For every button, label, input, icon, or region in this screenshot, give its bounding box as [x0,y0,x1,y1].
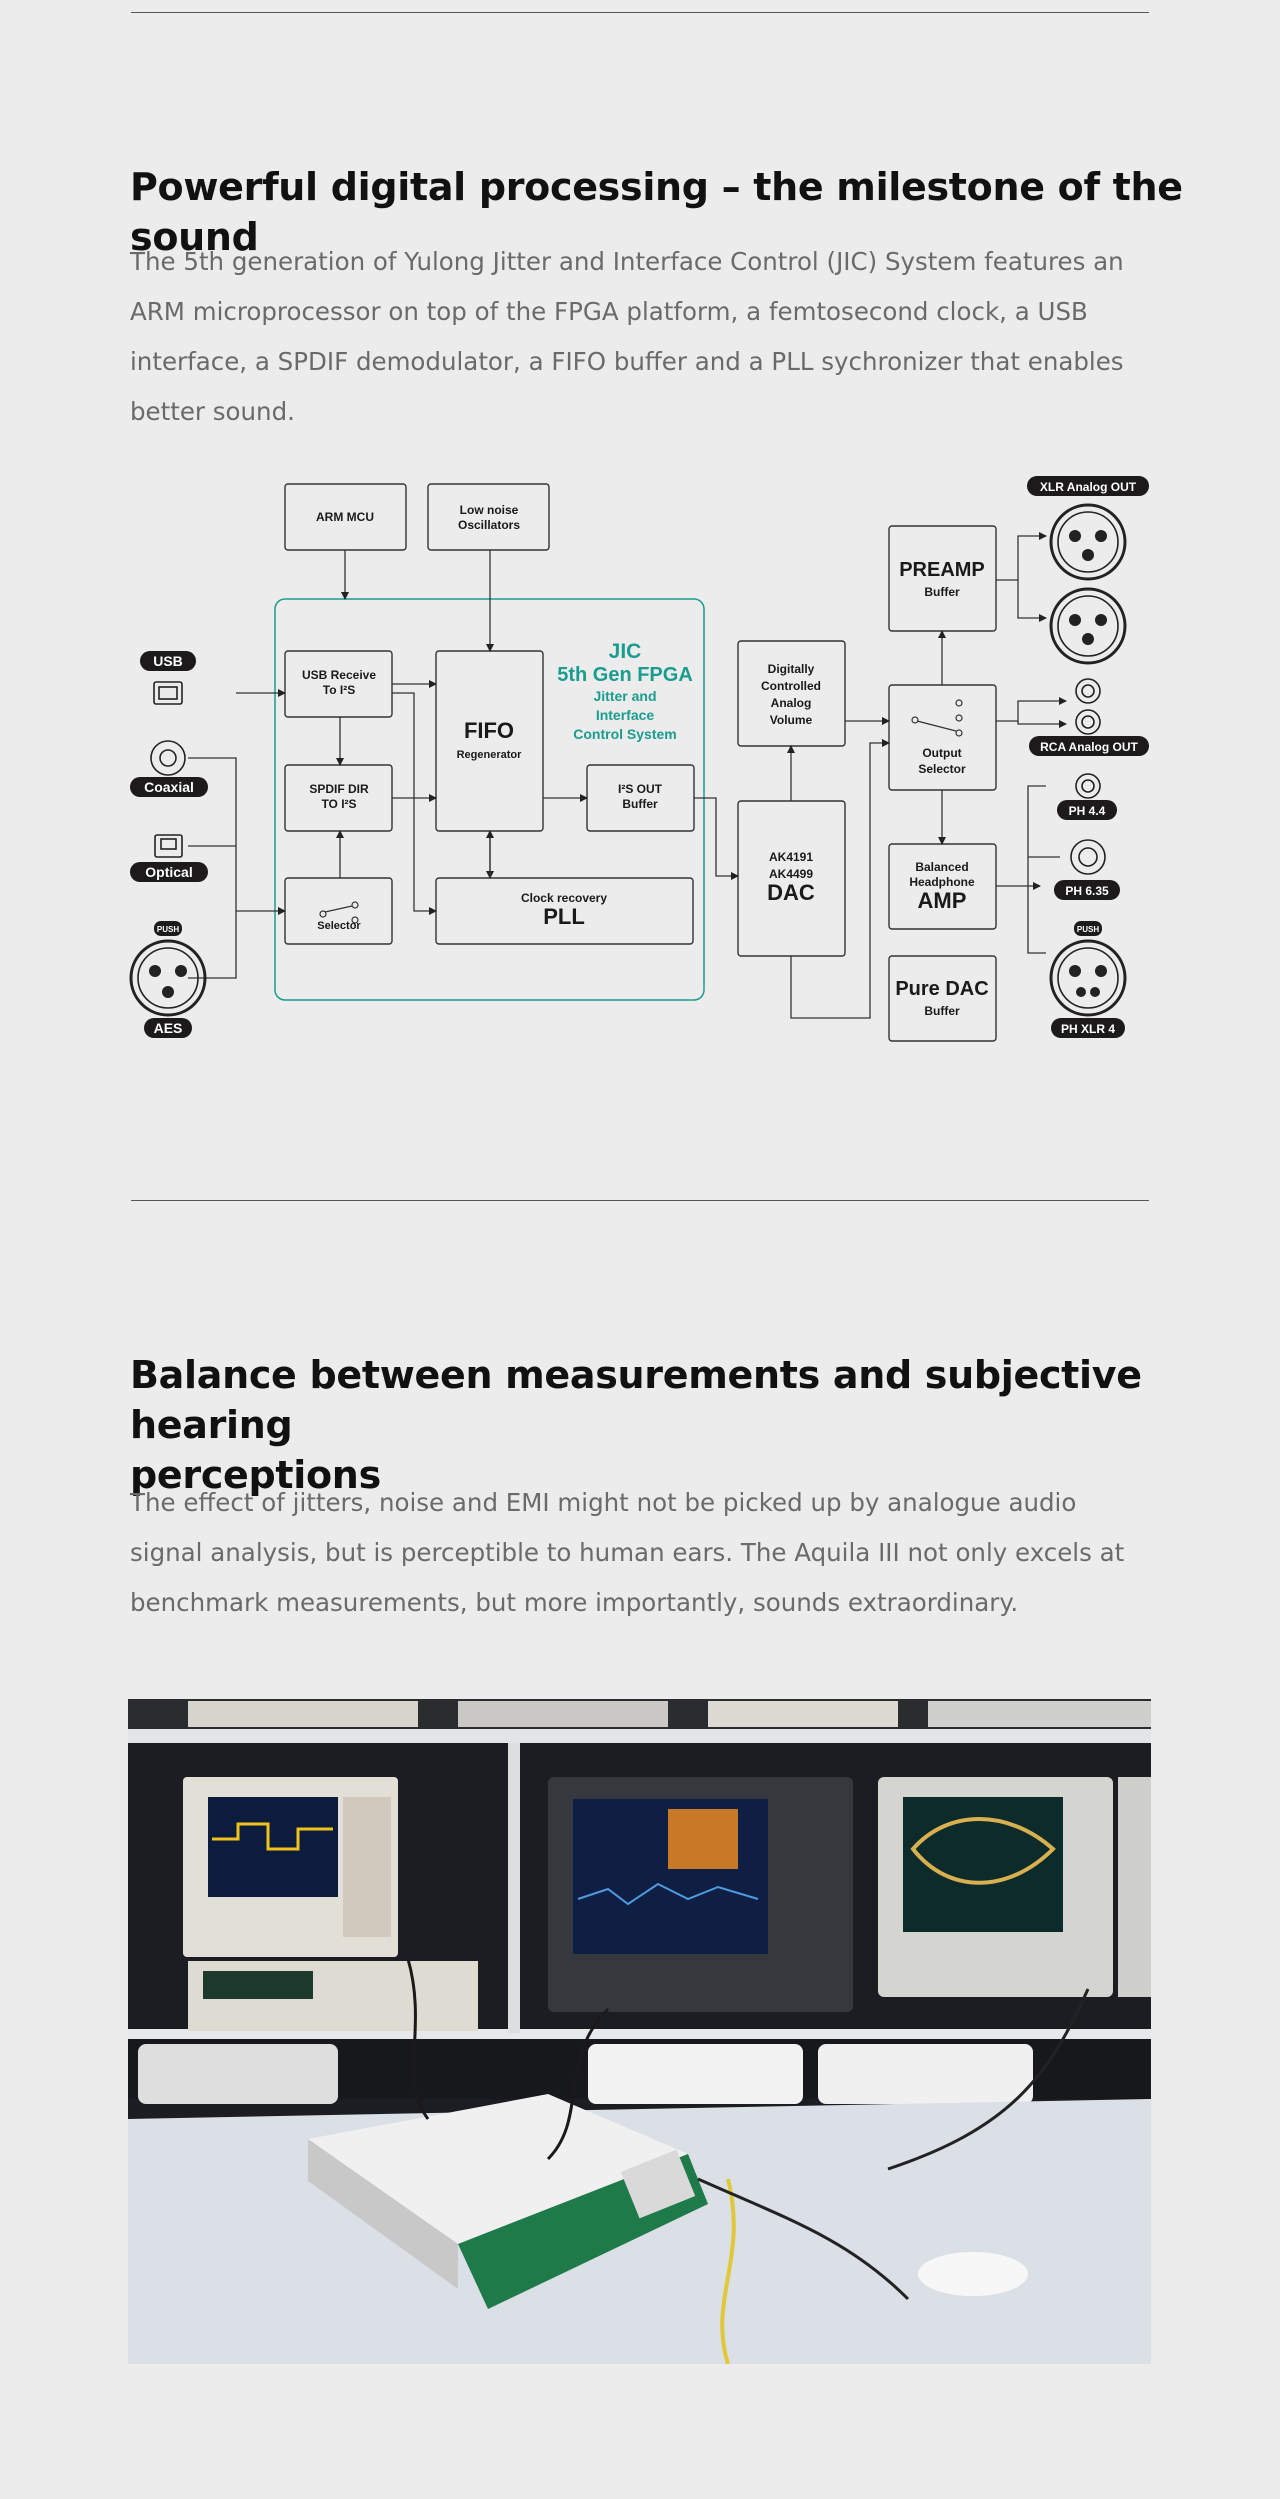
vol-label-1: Digitally [768,662,815,676]
xlr-out-icon-2 [1049,587,1127,665]
label-push-in: PUSH [157,925,179,934]
amp-label-3: AMP [918,888,967,913]
label-phxlr4: PH XLR 4 [1061,1022,1115,1036]
block-diagram: USB Coaxial Optical AES PUSH XLR Analog … [129,476,1149,1042]
ph44-icon [1075,773,1101,799]
oscillators-block [427,483,550,551]
i2s-label-1: I²S OUT [618,782,663,796]
label-ph44: PH 4.4 [1069,804,1106,818]
label-coaxial: Coaxial [144,779,194,795]
dac-label-1: AK4191 [769,850,813,864]
xlr-out-icon-1 [1049,503,1127,581]
amp-label-2: Headphone [909,875,975,889]
ph635-icon [1070,839,1106,875]
volume-block [737,640,846,747]
preamp-label-1: PREAMP [899,559,985,581]
vol-label-2: Controlled [761,679,821,693]
usb-rx-label-2: To I²S [323,683,355,697]
i2s-label-2: Buffer [622,797,658,811]
section2-heading-line1: Balance between measurements and subject… [130,1353,1142,1447]
pure-dac-block [888,955,997,1042]
puredac-label-1: Pure DAC [895,978,988,1000]
outsel-label-2: Selector [918,762,966,776]
label-aes: AES [154,1020,183,1036]
divider-middle [131,1200,1149,1201]
puredac-label-2: Buffer [924,1004,960,1018]
label-usb: USB [153,653,183,669]
label-ph635: PH 6.35 [1065,884,1109,898]
arm-mcu-label: ARM MCU [316,510,374,524]
rca-out-icon-2 [1075,709,1101,735]
label-push-out: PUSH [1077,925,1099,934]
selector-label: Selector [317,920,361,932]
selector-block [284,877,393,945]
vol-label-4: Volume [770,713,813,727]
jic-line-5: Control System [573,726,676,742]
section2-heading: Balance between measurements and subject… [130,1350,1160,1500]
dac-label-3: DAC [767,880,815,905]
jic-line-3: Jitter and [593,688,656,704]
section2-text: The effect of jitters, noise and EMI mig… [130,1488,1125,1617]
section2-heading-line2: perceptions [130,1453,381,1497]
pll-label-1: Clock recovery [521,891,607,905]
optical-port-icon [154,834,183,858]
spdif-label-2: TO I²S [321,797,356,811]
jic-line-4: Interface [596,707,655,723]
lab-photo [128,1699,1151,2364]
jic-subtitle: 5th Gen FPGA [557,664,693,686]
label-optical: Optical [145,864,192,880]
rca-out-icon-1 [1075,678,1101,704]
section1-text: The 5th generation of Yulong Jitter and … [130,247,1124,426]
osc-label-2: Oscillators [458,518,520,532]
aes-port-icon [129,939,207,1017]
divider-top [131,12,1149,13]
fifo-label: FIFO [464,718,514,743]
usb-rx-label-1: USB Receive [302,668,376,682]
section1-heading: Powerful digital processing – the milest… [130,165,1183,259]
osc-label-1: Low noise [460,503,519,517]
preamp-label-2: Buffer [924,585,960,599]
phxlr4-icon [1049,939,1127,1017]
label-xlr-out: XLR Analog OUT [1040,480,1137,494]
usb-port-icon [153,681,183,705]
label-rca-out: RCA Analog OUT [1040,740,1138,754]
fifo-sub-label: Regenerator [457,749,523,761]
dac-label-2: AK4499 [769,867,813,881]
jic-title: JIC [609,640,642,663]
coaxial-port-icon [150,740,186,776]
amp-label-1: Balanced [915,860,968,874]
vol-label-3: Analog [771,696,812,710]
outsel-label-1: Output [922,746,961,760]
spdif-label-1: SPDIF DIR [309,782,369,796]
pll-label-2: PLL [543,904,585,929]
